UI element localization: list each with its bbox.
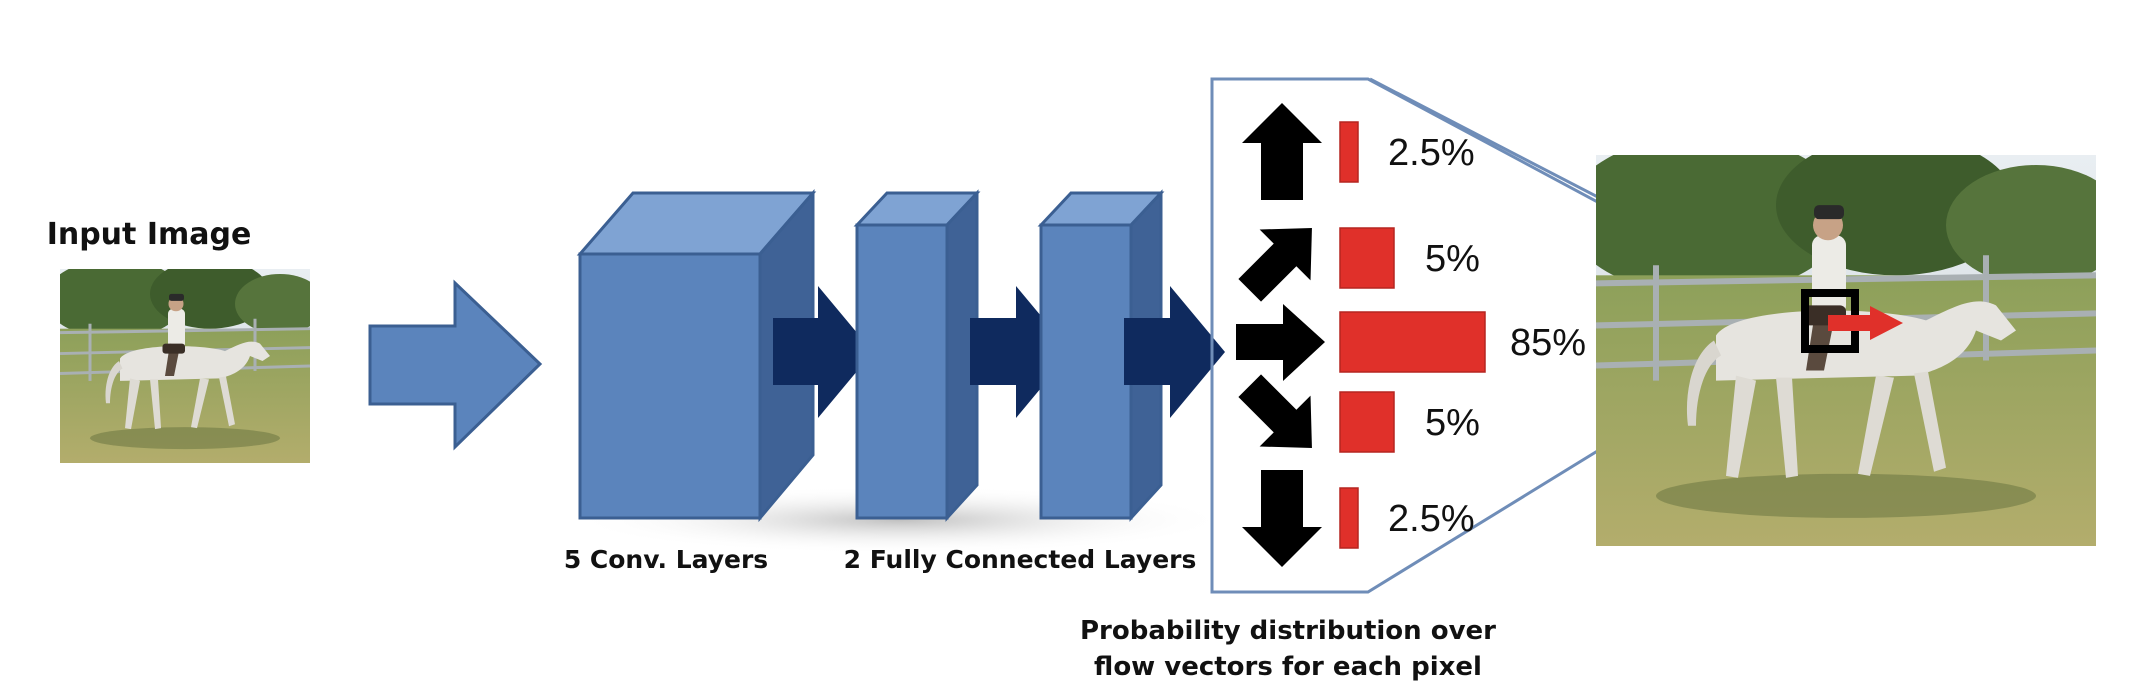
conv-layers-label: 5 Conv. Layers: [564, 545, 768, 574]
fc-to-output-arrow-icon: [1124, 286, 1225, 418]
bar-up-right: [1339, 227, 1395, 289]
probability-caption-line-1: Probability distribution over: [1080, 616, 1496, 646]
conv-to-fc-arrow-icon: [773, 286, 873, 418]
bar-label-up-right: 5%: [1425, 238, 1480, 280]
probability-bars: [1339, 121, 1486, 549]
arrow-up-icon: [1242, 103, 1322, 200]
fc-to-fc-arrow-icon: [970, 286, 1071, 418]
bar-label-right: 85%: [1510, 322, 1586, 364]
input-image-label: Input Image: [47, 217, 252, 252]
input-image: [60, 269, 310, 463]
fc-layer-block-1: [853, 189, 981, 522]
arrow-down-icon: [1242, 470, 1322, 567]
fc-layers-label: 2 Fully Connected Layers: [844, 545, 1197, 574]
bar-label-down-right: 5%: [1425, 402, 1480, 444]
arrow-right-icon: [1236, 304, 1325, 381]
predicted-flow-arrow-icon: [1828, 306, 1903, 340]
bar-down-right: [1339, 391, 1395, 453]
bar-down: [1339, 487, 1359, 549]
bar-label-down: 2.5%: [1388, 498, 1475, 540]
arrow-down-right-icon: [1238, 374, 1312, 448]
bar-label-up: 2.5%: [1388, 132, 1475, 174]
output-image: [1566, 135, 2126, 546]
probability-labels: 2.5% 5% 85% 5% 2.5%: [1388, 132, 1586, 540]
flow-arrows: [1236, 103, 1325, 567]
bar-up: [1339, 121, 1359, 183]
arrow-up-right-icon: [1238, 228, 1312, 302]
input-arrow-icon: [368, 279, 543, 451]
bar-right: [1339, 311, 1486, 373]
probability-caption-line-2: flow vectors for each pixel: [1094, 652, 1482, 682]
